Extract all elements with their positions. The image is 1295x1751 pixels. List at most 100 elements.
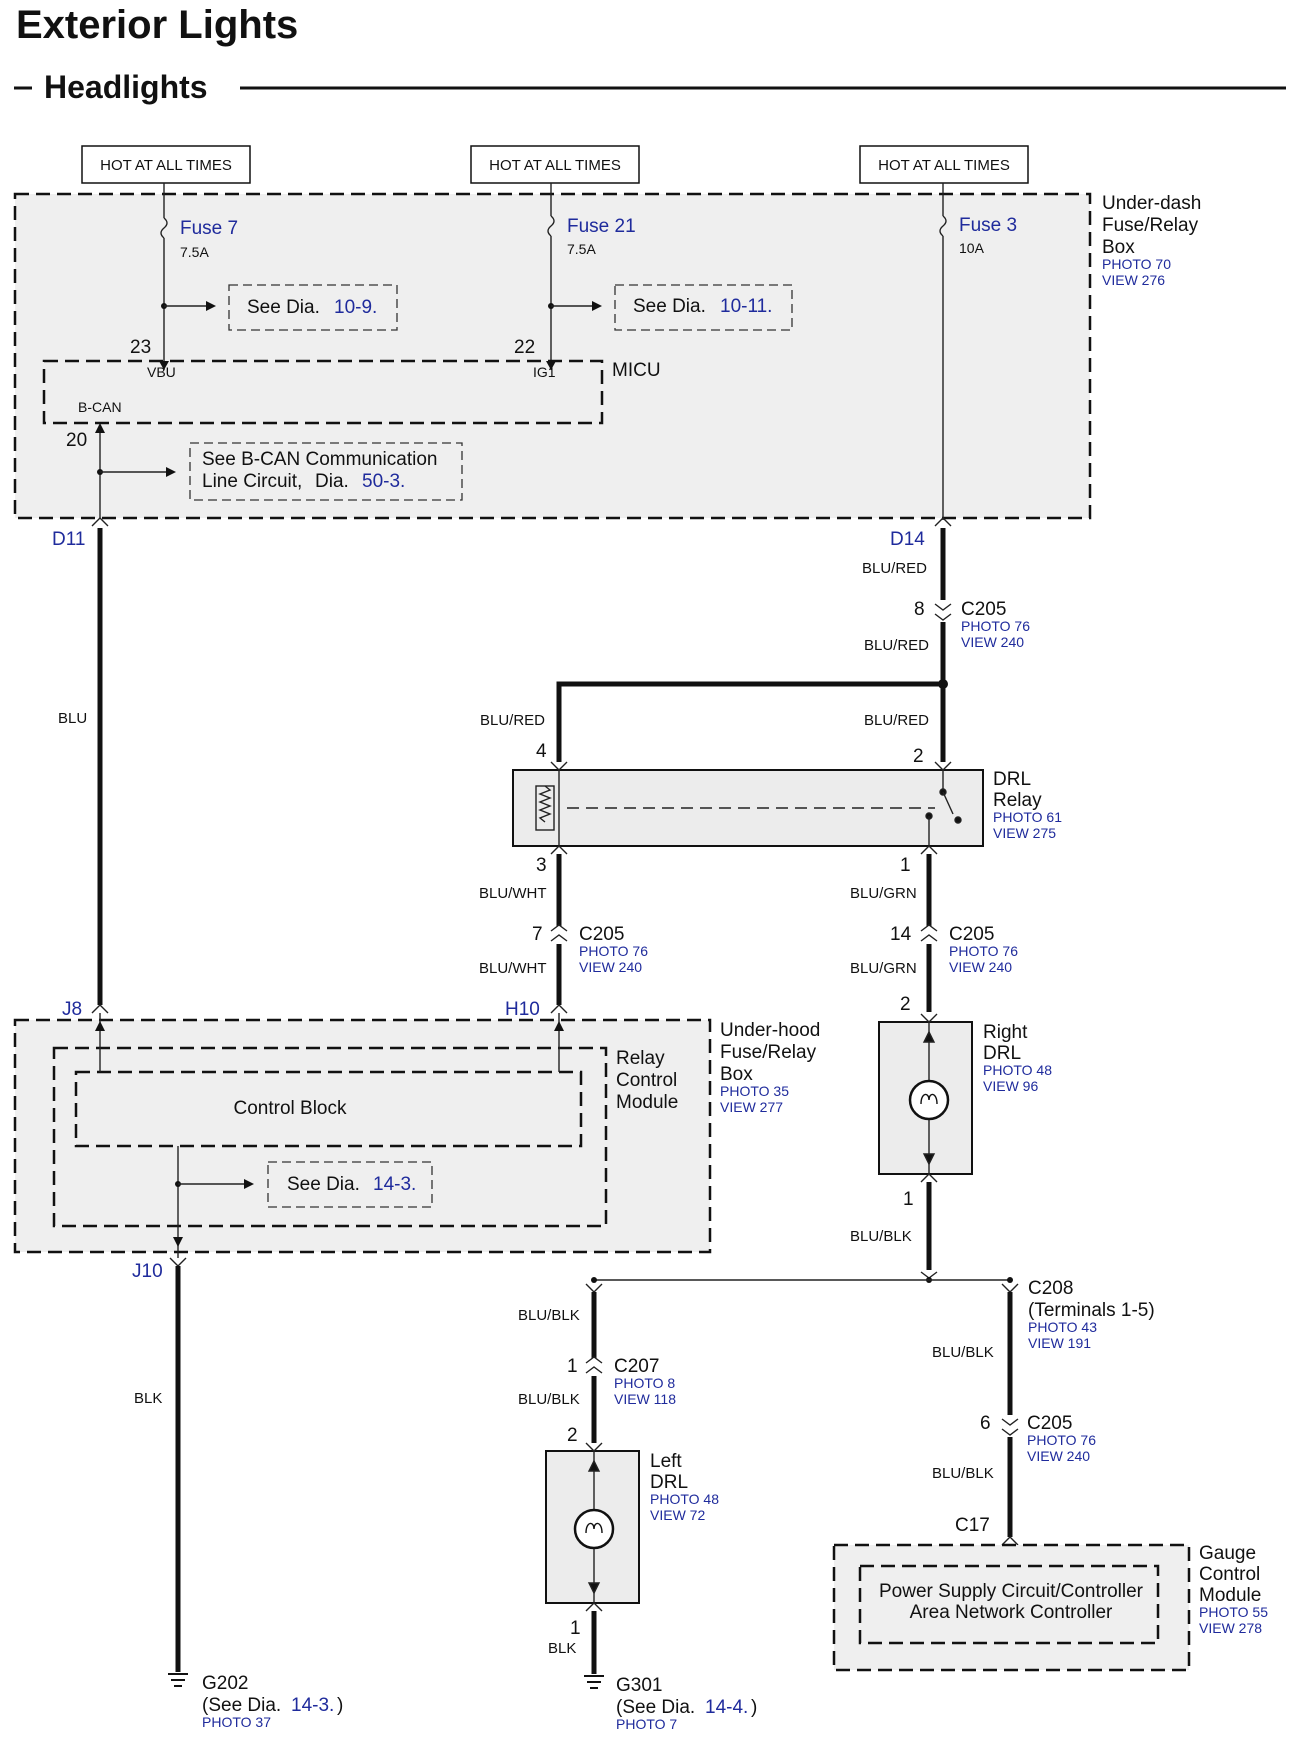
wire-blu-red-label-2: BLU/RED [864,637,929,654]
wire-blu-blk-label-5: BLU/BLK [932,1465,994,1482]
fuse-21-name: Fuse 21 [567,216,636,237]
c205-pin7-connector [550,924,568,942]
c205-right-view: VIEW 240 [949,959,1012,975]
wire-blu-red-label-3: BLU/RED [480,712,545,729]
c205-pin-14: 14 [890,924,912,945]
micu-bcan-label: B-CAN [78,399,122,415]
bcan-ref-dia: Dia. [315,471,349,492]
c208-view: VIEW 191 [1028,1335,1091,1351]
bcan-ref-num[interactable]: 50-3. [362,471,405,492]
c205-mid-photo: PHOTO 76 [579,943,648,959]
underhood-photo: PHOTO 35 [720,1083,789,1099]
underdash-view: VIEW 276 [1102,272,1165,288]
right-drl-photo: PHOTO 48 [983,1062,1052,1078]
connector-c17: C17 [955,1515,990,1536]
underhood-label-2: Fuse/Relay [720,1042,817,1063]
wire-blu-wht-label-1: BLU/WHT [479,885,547,902]
h10-internal-line [554,1013,564,1072]
fuse-3-symbol [939,183,947,520]
drl-relay-pin-4: 4 [536,741,547,762]
j8-fork [91,1004,109,1014]
bcan-ref-line1: See B-CAN Communication [202,449,437,470]
drl-relay-photo: PHOTO 61 [993,809,1062,825]
drl-relay-label-2: Relay [993,790,1042,811]
wire-blu-red-label-4: BLU/RED [864,712,929,729]
wire-blk-label-1: BLK [134,1390,162,1407]
relay-control-label-2: Control [616,1070,677,1091]
connector-j8: J8 [62,999,82,1020]
fuse-21-tap [548,301,602,311]
ground-g301-ref[interactable]: 14-4. [705,1697,748,1718]
connector-d14: D14 [890,529,925,550]
see-dia-10-9-prefix: See Dia. [247,297,320,318]
connector-j10: J10 [132,1261,163,1282]
see-dia-10-11-prefix: See Dia. [633,296,706,317]
ground-g202-ref[interactable]: 14-3. [291,1695,334,1716]
wire-blu-red-branch [556,681,943,762]
c205-top-label: C205 [961,599,1006,620]
relay-control-module [52,1046,608,1228]
gauge-inner-line2: Area Network Controller [910,1602,1113,1623]
hot-label: HOT AT ALL TIMES [489,157,621,174]
underdash-label-2: Fuse/Relay [1102,215,1199,236]
c207-photo: PHOTO 8 [614,1375,675,1391]
gauge-label-1: Gauge [1199,1543,1256,1564]
left-drl-bulb-icon [573,1508,615,1550]
drl-relay-internals [535,761,962,855]
bcan-line [95,423,176,518]
j10-fork [169,1257,187,1267]
j8-internal-line [95,1013,105,1072]
gauge-label-2: Control [1199,1564,1260,1585]
underdash-fuse-relay-box [13,192,1092,520]
wire-blu-blk-label-3: BLU/BLK [518,1391,580,1408]
relay-control-label-3: Module [616,1092,678,1113]
left-drl-pin-2: 2 [567,1425,578,1446]
underhood-view: VIEW 277 [720,1099,783,1115]
see-dia-14-3-prefix: See Dia. [287,1174,360,1195]
right-drl-label-1: Right [983,1022,1028,1043]
ground-g301-see: (See Dia. [616,1697,695,1718]
micu-pin-23: 23 [130,337,151,358]
fuse-3-name: Fuse 3 [959,215,1017,236]
wire-blu-blk-label-1: BLU/BLK [850,1228,912,1245]
hot-box-3: HOT AT ALL TIMES [859,145,1029,184]
right-drl-bulb-icon [908,1079,950,1121]
gauge-inner-block [858,1564,1160,1645]
d14-fork [934,517,952,527]
c205-pin14-connector [920,924,938,942]
see-dia-14-3-ref[interactable]: 14-3. [373,1174,416,1195]
ground-g202-close: ) [337,1695,343,1716]
c205-right-label: C205 [949,924,994,945]
bcan-ref-box [189,442,463,501]
ground-g301-photo: PHOTO 7 [616,1716,677,1732]
gauge-inner-line1: Power Supply Circuit/Controller [879,1581,1144,1602]
see-dia-10-11-box [614,284,793,331]
gauge-photo: PHOTO 55 [1199,1604,1268,1620]
fuse-3-rating: 10A [959,240,985,256]
ground-g301-symbol [584,1675,604,1689]
wire-blu-label: BLU [58,710,87,727]
relay-control-label-1: Relay [616,1048,665,1069]
c205-top-photo: PHOTO 76 [961,618,1030,634]
right-drl-pin-2: 2 [900,994,911,1015]
wire-blu-wht-label-2: BLU/WHT [479,960,547,977]
bcan-ref-line2: Line Circuit, [202,471,302,492]
c205-pin8-connector [934,603,952,621]
ground-g202-symbol [168,1673,188,1687]
fuse-7-tap [161,301,216,311]
right-drl-pin-1: 1 [903,1189,914,1210]
ground-g301-close: ) [751,1697,757,1718]
drl-relay-pin-3: 3 [536,855,547,876]
c208-label: C208 [1028,1278,1073,1299]
micu-label: MICU [612,360,661,381]
left-drl-label-2: DRL [650,1472,688,1493]
ground-g301: G301 [616,1675,662,1696]
d11-fork [91,517,109,527]
c205-low-view: VIEW 240 [1027,1448,1090,1464]
see-dia-10-9-ref[interactable]: 10-9. [334,297,377,318]
wire-blu-grn-label-1: BLU/GRN [850,885,917,902]
wire-blu-blk-label-2: BLU/BLK [518,1307,580,1324]
c205-mid-view: VIEW 240 [579,959,642,975]
see-dia-10-11-ref[interactable]: 10-11. [720,296,772,317]
